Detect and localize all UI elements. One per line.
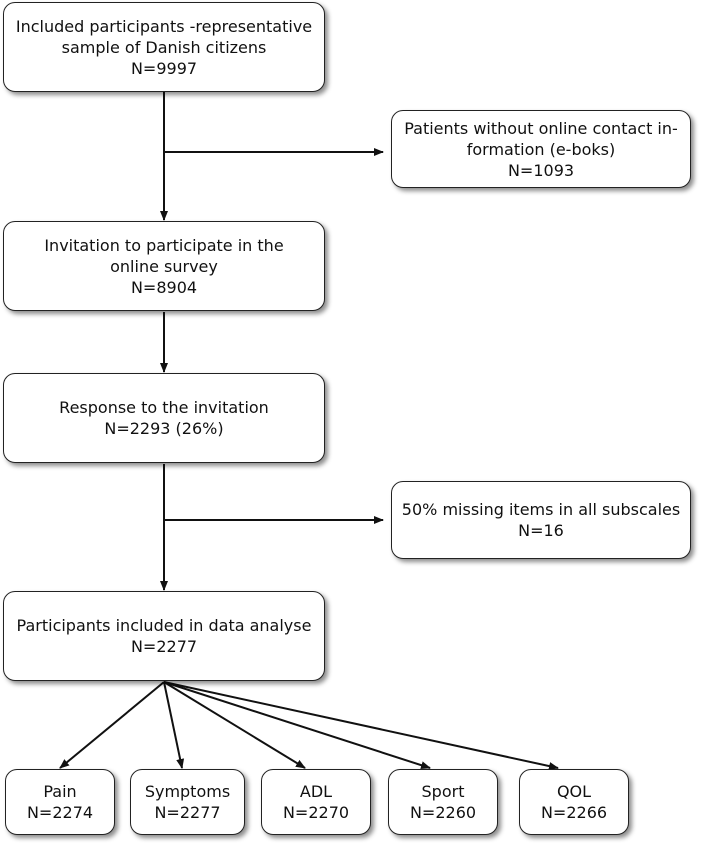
analysed-count: N=2277: [130, 637, 198, 656]
box-pain: Pain N=2274: [5, 769, 115, 835]
sport-label: Sport: [421, 782, 465, 801]
box-analysed: Participants included in data analyse N=…: [3, 591, 325, 681]
arrow-to-symptoms: [163, 681, 185, 769]
symptoms-label: Symptoms: [144, 782, 231, 801]
arrow-to-pain: [59, 681, 165, 769]
response-count: N=2293 (26%): [104, 419, 224, 438]
no-contact-line1: Patients without online contact in-: [404, 118, 678, 138]
qol-label: QOL: [556, 782, 592, 801]
response-line1: Response to the invitation: [59, 398, 269, 417]
included-line2: sample of Danish citizens: [61, 37, 267, 57]
arrow-to-qol: [163, 681, 559, 770]
included-count: N=9997: [130, 58, 198, 78]
pain-count: N=2274: [26, 803, 94, 822]
box-response: Response to the invitation N=2293 (26%): [3, 373, 325, 463]
qol-count: N=2266: [540, 803, 608, 822]
included-line1: Included participants -representative: [15, 16, 313, 36]
symptoms-count: N=2277: [154, 803, 221, 822]
arrow-to-adl: [163, 681, 306, 769]
invitation-count: N=8904: [130, 277, 198, 297]
box-included-participants: Included participants -representative sa…: [3, 2, 325, 92]
arrow-to-sport: [163, 681, 431, 770]
missing-line1: 50% missing items in all subscales: [401, 500, 681, 519]
adl-label: ADL: [299, 782, 333, 801]
box-qol: QOL N=2266: [519, 769, 629, 835]
analysed-line1: Participants included in data analyse: [16, 616, 312, 635]
pain-label: Pain: [43, 782, 77, 801]
box-invitation: Invitation to participate in the online …: [3, 221, 325, 311]
missing-count: N=16: [518, 521, 564, 540]
box-no-online-contact: Patients without online contact in- form…: [391, 110, 691, 188]
sport-count: N=2260: [409, 803, 477, 822]
adl-count: N=2270: [282, 803, 350, 822]
box-sport: Sport N=2260: [388, 769, 498, 835]
invitation-line2: online survey: [110, 256, 218, 276]
box-missing-items: 50% missing items in all subscales N=16: [391, 481, 691, 559]
no-contact-count: N=1093: [507, 160, 575, 180]
invitation-line1: Invitation to participate in the: [44, 235, 284, 255]
box-adl: ADL N=2270: [261, 769, 371, 835]
box-symptoms: Symptoms N=2277: [130, 769, 245, 835]
no-contact-line2: formation (e-boks): [466, 139, 616, 159]
